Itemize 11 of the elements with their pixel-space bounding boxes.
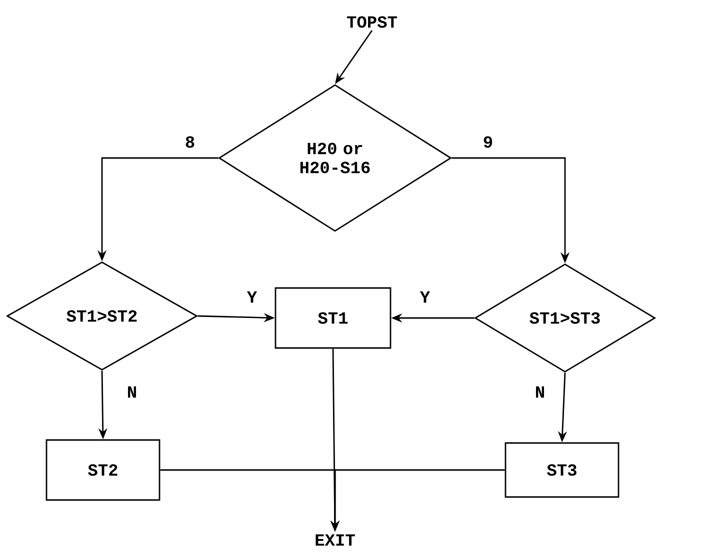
process-box: ST2	[46, 439, 160, 501]
process-box: ST1	[274, 287, 392, 349]
edge-label: 9	[482, 135, 494, 149]
edge-label: 8	[184, 135, 196, 149]
edge-label: Y	[418, 290, 432, 304]
terminal-label: EXIT	[316, 534, 355, 546]
terminal-label: TOPST	[347, 16, 397, 28]
edge-label: N	[126, 385, 138, 399]
process-box: ST3	[504, 442, 620, 498]
edge-label: Y	[246, 290, 258, 304]
edge-label: N	[534, 385, 546, 399]
